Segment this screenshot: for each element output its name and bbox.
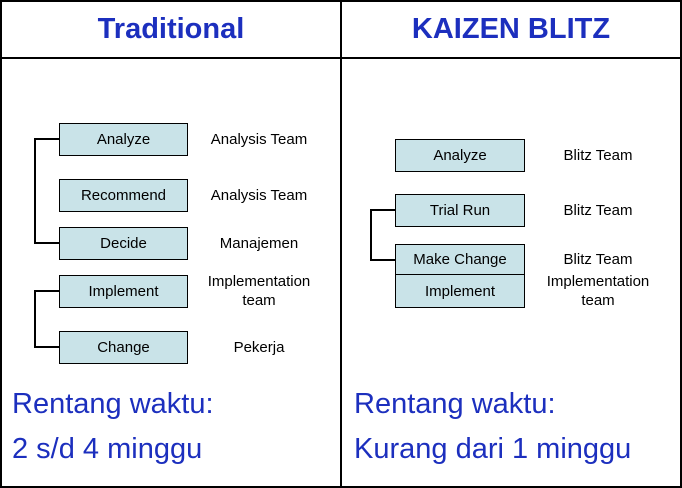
label-implementation-team-right: Implementation team xyxy=(546,273,650,309)
label-manajemen: Manajemen xyxy=(219,235,299,252)
label-analysis-team-2: Analysis Team xyxy=(210,187,308,204)
timespan-traditional: Rentang waktu: 2 s/d 4 minggu xyxy=(12,382,214,472)
label-blitz-team-3: Blitz Team xyxy=(563,251,633,268)
box-traditional-decide: Decide xyxy=(59,227,188,260)
label-blitz-team-2: Blitz Team xyxy=(563,202,633,219)
label-implementation-team-left: Implementation team xyxy=(207,273,311,309)
timespan-kaizen-line1: Rentang waktu: xyxy=(354,388,556,420)
box-kaizen-make-change: Make Change xyxy=(395,244,525,275)
box-traditional-implement: Implement xyxy=(59,275,188,308)
bracket-analyze-decide xyxy=(34,138,60,244)
box-traditional-analyze: Analyze xyxy=(59,123,188,156)
timespan-kaizen-line2: Kurang dari 1 minggu xyxy=(354,433,632,465)
bracket-trialrun-makechange xyxy=(370,209,395,261)
box-traditional-recommend: Recommend xyxy=(59,179,188,212)
header-separator-line xyxy=(2,57,680,59)
box-traditional-change: Change xyxy=(59,331,188,364)
timespan-traditional-line1: Rentang waktu: xyxy=(12,388,214,420)
bracket-implement-change xyxy=(34,290,60,348)
box-kaizen-implement: Implement xyxy=(395,274,525,308)
box-kaizen-analyze: Analyze xyxy=(395,139,525,172)
label-blitz-team-1: Blitz Team xyxy=(563,147,633,164)
label-analysis-team-1: Analysis Team xyxy=(210,131,308,148)
timespan-kaizen: Rentang waktu: Kurang dari 1 minggu xyxy=(354,382,631,472)
header-traditional: Traditional xyxy=(97,13,245,45)
header-kaizen-blitz: KAIZEN BLITZ xyxy=(411,13,611,45)
box-kaizen-trial-run: Trial Run xyxy=(395,194,525,227)
label-pekerja: Pekerja xyxy=(233,339,285,356)
column-divider-line xyxy=(340,2,342,486)
timespan-traditional-line2: 2 s/d 4 minggu xyxy=(12,433,203,465)
